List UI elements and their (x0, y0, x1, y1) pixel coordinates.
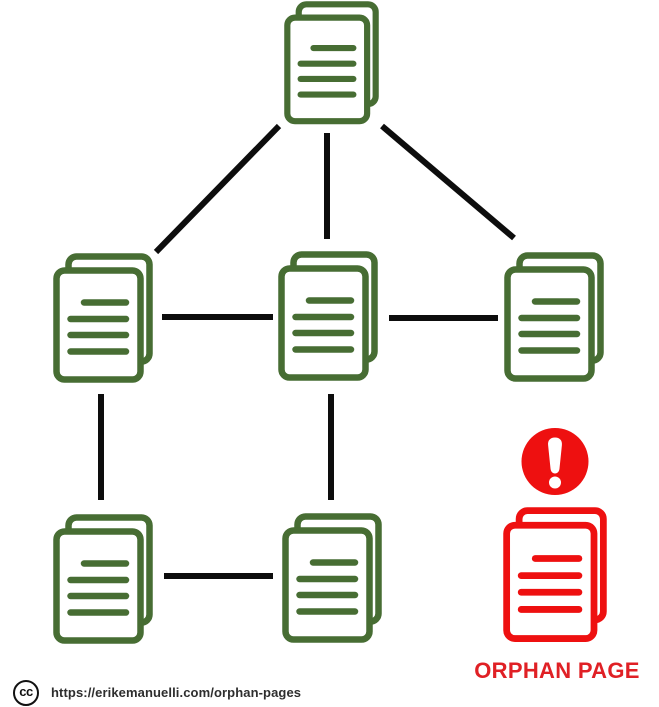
connector-lines (98, 123, 516, 579)
orphan-page-label: ORPHAN PAGE (474, 658, 640, 683)
connector-line-home-midleft (153, 123, 282, 255)
attribution-url: https://erikemanuelli.com/orphan-pages (51, 685, 302, 700)
page-node-orphan (507, 511, 604, 639)
page-node-bottom-center (286, 517, 379, 640)
creative-commons-icon: cc (13, 679, 39, 706)
connector-line-home-midright (380, 123, 516, 241)
cc-badge-letters: cc (19, 684, 33, 699)
page-node-mid-right (508, 256, 601, 379)
page-node-mid-center (282, 255, 375, 378)
exclamation-circle-icon (521, 428, 589, 495)
page-node-mid-left (57, 257, 150, 380)
attribution: cc https://erikemanuelli.com/orphan-page… (13, 679, 301, 706)
page-node-home (287, 4, 375, 121)
page-node-bottom-left (57, 518, 150, 641)
